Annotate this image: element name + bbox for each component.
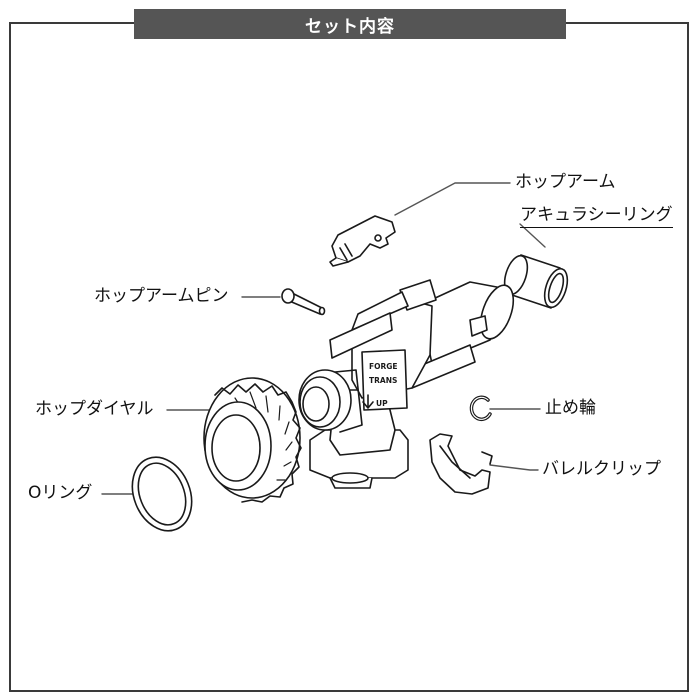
hop-dial-part <box>203 377 302 503</box>
o-ring-part <box>131 456 193 532</box>
label-o-ring: Oリング <box>28 483 93 503</box>
marking-line-1: FORGE <box>369 362 398 371</box>
marking-line-3: UP <box>376 399 388 408</box>
body-marking: FORGE TRANS UP <box>369 362 398 408</box>
section-header: セット内容 <box>134 9 566 39</box>
label-stop-ring: 止め輪 <box>545 398 596 418</box>
label-accuracy-ring: アキュラシーリング <box>520 207 673 228</box>
hop-arm-part <box>329 215 396 267</box>
leader-barrel-clip <box>489 464 539 471</box>
hop-arm-pin-part <box>281 288 326 316</box>
label-hop-arm: ホップアーム <box>515 172 616 192</box>
leader-hop-arm <box>394 182 511 216</box>
stop-ring-part <box>469 395 492 422</box>
barrel-clip-part <box>429 433 493 495</box>
marking-line-2: TRANS <box>369 376 397 385</box>
label-hop-dial: ホップダイヤル <box>35 399 154 419</box>
section-title: セット内容 <box>305 16 395 37</box>
hop-chamber-body <box>298 279 515 489</box>
label-hop-arm-pin: ホップアームピン <box>94 286 229 306</box>
label-barrel-clip: バレルクリップ <box>542 459 661 479</box>
leader-lines <box>101 182 546 495</box>
